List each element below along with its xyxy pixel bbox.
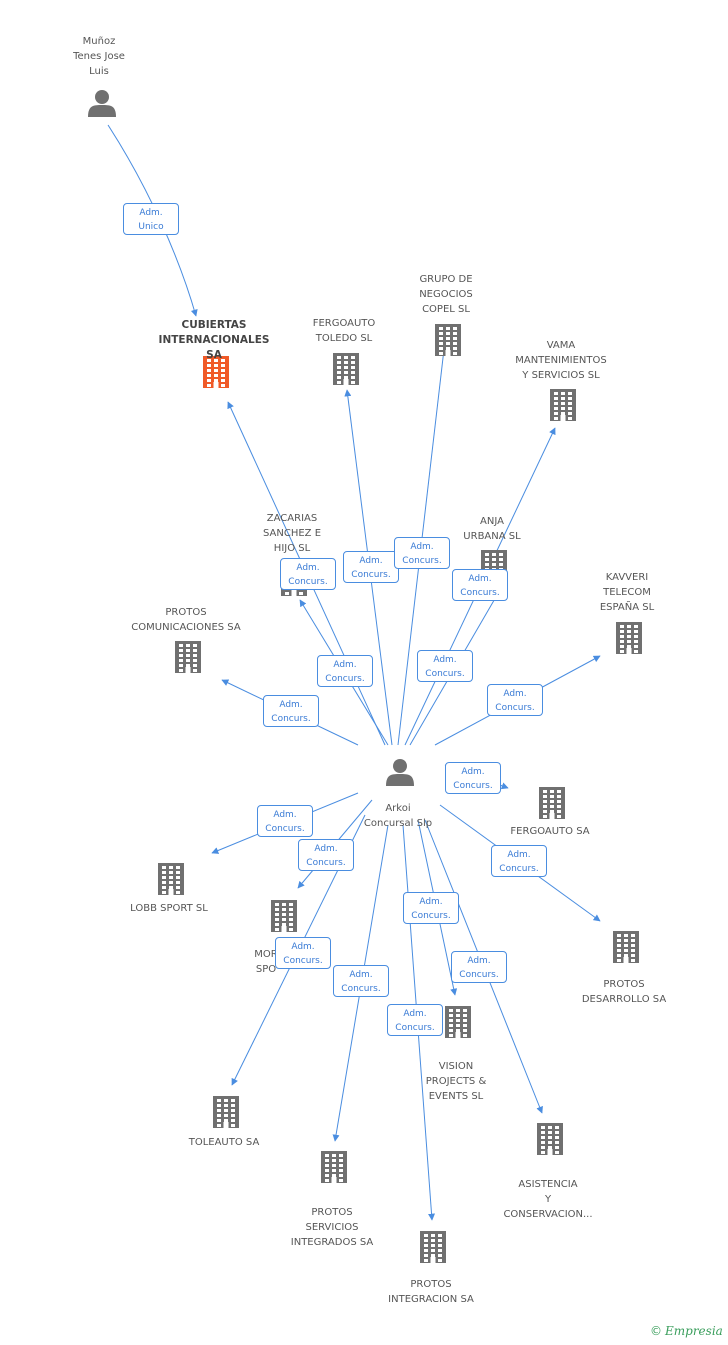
node-label-munoz[interactable]: Muñoz Tenes Jose Luis	[73, 35, 125, 77]
building-icon	[420, 1231, 446, 1263]
node-label-vision[interactable]: VISION PROJECTS & EVENTS SL	[425, 1061, 487, 1102]
building-icon	[175, 641, 201, 673]
building-icon	[613, 931, 639, 963]
building-icon	[539, 787, 565, 819]
node-label-kavveri[interactable]: KAVVERI TELECOM ESPAÑA SL	[599, 571, 655, 613]
building-icon	[158, 863, 184, 895]
node-label-protos_int[interactable]: PROTOS INTEGRACION SA	[388, 1279, 474, 1305]
relation-label-anja[interactable]: Adm. Concurs.	[417, 650, 473, 682]
node-label-vama[interactable]: VAMA MANTENIMIENTOS Y SERVICIOS SL	[515, 339, 607, 381]
node-label-cubiertas[interactable]: CUBIERTAS INTERNACIONALES SA	[158, 319, 270, 361]
person-icon	[386, 759, 414, 786]
relation-label-grupo[interactable]: Adm. Concurs.	[394, 537, 450, 569]
node-label-anja[interactable]: ANJA URBANA SL	[463, 516, 521, 542]
node-label-zacarias[interactable]: ZACARIAS SANCHEZ E HIJO SL	[262, 512, 322, 554]
relation-label-protos_com[interactable]: Adm. Concurs.	[263, 695, 319, 727]
node-label-protos_serv[interactable]: PROTOS SERVICIOS INTEGRADOS SA	[290, 1207, 374, 1248]
copyright-symbol: ©	[650, 1324, 662, 1338]
relation-label-toleauto[interactable]: Adm. Concurs.	[275, 937, 331, 969]
relation-label-cubiertas[interactable]: Adm. Concurs.	[280, 558, 336, 590]
relation-label-lobb[interactable]: Adm. Concurs.	[257, 805, 313, 837]
building-icon	[213, 1096, 239, 1128]
building-icon	[550, 389, 576, 421]
building-icon	[203, 356, 229, 388]
node-label-lobb[interactable]: LOBB SPORT SL	[130, 903, 208, 914]
relation-label-kavveri[interactable]: Adm. Concurs.	[487, 684, 543, 716]
watermark: ©Empresia	[650, 1324, 723, 1338]
relation-label-cubiertas[interactable]: Adm. Unico	[123, 203, 179, 235]
node-label-mor[interactable]: MOR SPO	[254, 949, 278, 975]
node-label-protos_com[interactable]: PROTOS COMUNICACIONES SA	[131, 607, 241, 633]
relation-label-fergoauto[interactable]: Adm. Concurs.	[445, 762, 501, 794]
node-label-arkoi[interactable]: Arkoi Concursal Slp	[363, 803, 433, 829]
building-icon	[435, 324, 461, 356]
relation-label-zacarias[interactable]: Adm. Concurs.	[317, 655, 373, 687]
relation-label-mor[interactable]: Adm. Concurs.	[298, 839, 354, 871]
building-icon	[271, 900, 297, 932]
building-icon	[537, 1123, 563, 1155]
building-icon	[321, 1151, 347, 1183]
node-label-fergoauto_toledo[interactable]: FERGOAUTO TOLEDO SL	[312, 318, 376, 344]
building-icon	[616, 622, 642, 654]
relation-label-asistencia[interactable]: Adm. Concurs.	[451, 951, 507, 983]
watermark-text: Empresia	[665, 1324, 723, 1338]
relation-label-vision[interactable]: Adm. Concurs.	[403, 892, 459, 924]
relation-label-protos_des[interactable]: Adm. Concurs.	[491, 845, 547, 877]
building-icon	[445, 1006, 471, 1038]
node-label-grupo[interactable]: GRUPO DE NEGOCIOS COPEL SL	[419, 273, 473, 315]
node-label-fergoauto[interactable]: FERGOAUTO SA	[510, 826, 590, 837]
person-icon	[88, 90, 116, 117]
relation-label-protos_int[interactable]: Adm. Concurs.	[387, 1004, 443, 1036]
node-label-protos_des[interactable]: PROTOS DESARROLLO SA	[581, 979, 667, 1005]
icons-layer	[88, 90, 642, 1263]
node-label-toleauto[interactable]: TOLEAUTO SA	[188, 1137, 260, 1148]
building-icon	[333, 353, 359, 385]
relation-label-fergoauto_toledo[interactable]: Adm. Concurs.	[343, 551, 399, 583]
node-label-asistencia[interactable]: ASISTENCIA Y CONSERVACION...	[503, 1179, 593, 1220]
relation-label-vama[interactable]: Adm. Concurs.	[452, 569, 508, 601]
relation-label-protos_serv[interactable]: Adm. Concurs.	[333, 965, 389, 997]
